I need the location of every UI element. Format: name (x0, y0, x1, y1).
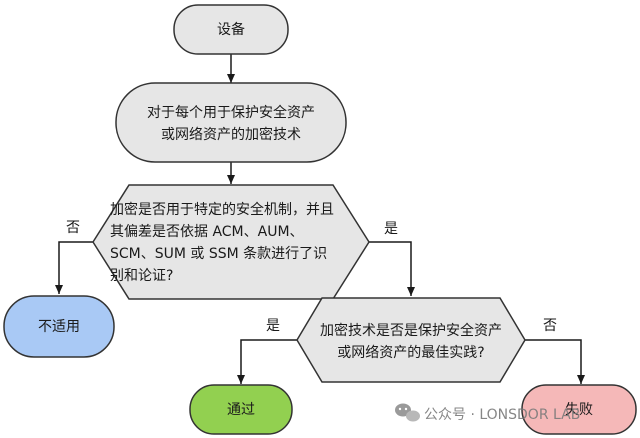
best-practice-line-1: 加密技术是否是保护安全资产 (320, 322, 502, 339)
connectors (55, 54, 585, 384)
node-mechanism-decision: 加密是否用于特定的安全机制，并且 其偏差是否依据 ACM、AUM、 SCM、SU… (92, 184, 370, 300)
edge-label-mechanism-no: 否 (66, 220, 80, 236)
not-applicable-shape (3, 295, 115, 358)
mechanism-line-3: SCM、SUM 或 SSM 条款进行了识 (110, 245, 327, 262)
crypto-technique-line-1: 对于每个用于保护安全资产 (147, 104, 315, 121)
edge-label-best-no: 否 (543, 318, 557, 334)
mechanism-line-4: 别和论证? (110, 268, 173, 284)
edge-label-mechanism-yes: 是 (384, 221, 398, 237)
watermark: 公众号 · LONSDOR LAB (395, 403, 580, 423)
best-practice-line-2: 或网络资产的最佳实践? (337, 345, 484, 361)
not-applicable-label: 不适用 (38, 319, 80, 335)
best-practice-decision-shape (296, 297, 526, 383)
fail-label: 失败 (565, 402, 593, 418)
node-best-practice-decision: 加密技术是否是保护安全资产 或网络资产的最佳实践? (296, 297, 526, 383)
mechanism-line-2: 其偏差是否依据 ACM、AUM、 (110, 224, 304, 240)
device-shape (173, 4, 289, 55)
edge-label-best-yes: 是 (266, 318, 280, 334)
edge-best-yes (237, 339, 297, 384)
node-not-applicable: 不适用 (3, 295, 115, 358)
crypto-technique-line-2: 或网络资产的加密技术 (161, 126, 301, 143)
node-device: 设备 (173, 4, 289, 55)
node-pass: 通过 (189, 384, 293, 435)
device-label: 设备 (217, 21, 245, 38)
pass-label: 通过 (227, 402, 255, 418)
edge-mechanism-yes (369, 241, 415, 296)
node-fail: 失败 (521, 384, 637, 435)
watermark-text: 公众号 · LONSDOR LAB (424, 407, 580, 423)
mechanism-line-1: 加密是否用于特定的安全机制，并且 (110, 201, 334, 218)
edge-mechanism-no (55, 241, 93, 294)
crypto-technique-shape (115, 82, 347, 163)
edge-best-no (525, 339, 585, 384)
node-crypto-technique: 对于每个用于保护安全资产 或网络资产的加密技术 (115, 82, 347, 163)
fail-shape (521, 384, 637, 435)
mechanism-decision-shape (92, 184, 370, 300)
wechat-icon (395, 403, 420, 422)
pass-shape (189, 384, 293, 435)
